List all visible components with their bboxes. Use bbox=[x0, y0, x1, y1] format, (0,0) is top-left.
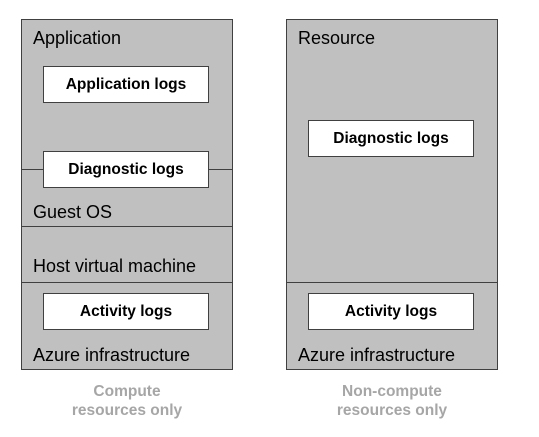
noncompute-caption: Non-compute resources only bbox=[286, 382, 498, 420]
guest-os-host-divider bbox=[22, 226, 232, 227]
activity-logs-box-compute: Activity logs bbox=[43, 293, 209, 330]
compute-caption: Compute resources only bbox=[21, 382, 233, 420]
application-layer-label: Application bbox=[33, 28, 122, 48]
azure-infrastructure-label-noncompute: Azure infrastructure bbox=[298, 345, 456, 365]
noncompute-caption-line2: resources only bbox=[336, 402, 448, 419]
diagnostic-logs-box-noncompute: Diagnostic logs bbox=[308, 120, 474, 157]
compute-resource-stack: Application Application logs Diagnostic … bbox=[21, 19, 233, 370]
resource-layer-label: Resource bbox=[298, 28, 376, 48]
host-infrastructure-divider bbox=[22, 282, 232, 283]
host-vm-layer-label: Host virtual machine bbox=[33, 256, 197, 276]
resource-infrastructure-divider bbox=[287, 282, 497, 283]
activity-logs-box-noncompute: Activity logs bbox=[308, 293, 474, 330]
noncompute-caption-line1: Non-compute bbox=[342, 383, 442, 400]
guest-os-layer-label: Guest OS bbox=[33, 202, 113, 222]
noncompute-resource-stack: Resource Diagnostic logs Activity logs A… bbox=[286, 19, 498, 370]
application-logs-box: Application logs bbox=[43, 66, 209, 103]
azure-infrastructure-label-compute: Azure infrastructure bbox=[33, 345, 191, 365]
compute-caption-line1: Compute bbox=[93, 383, 161, 400]
diagnostic-logs-box-compute: Diagnostic logs bbox=[43, 151, 209, 188]
compute-caption-line2: resources only bbox=[71, 402, 183, 419]
